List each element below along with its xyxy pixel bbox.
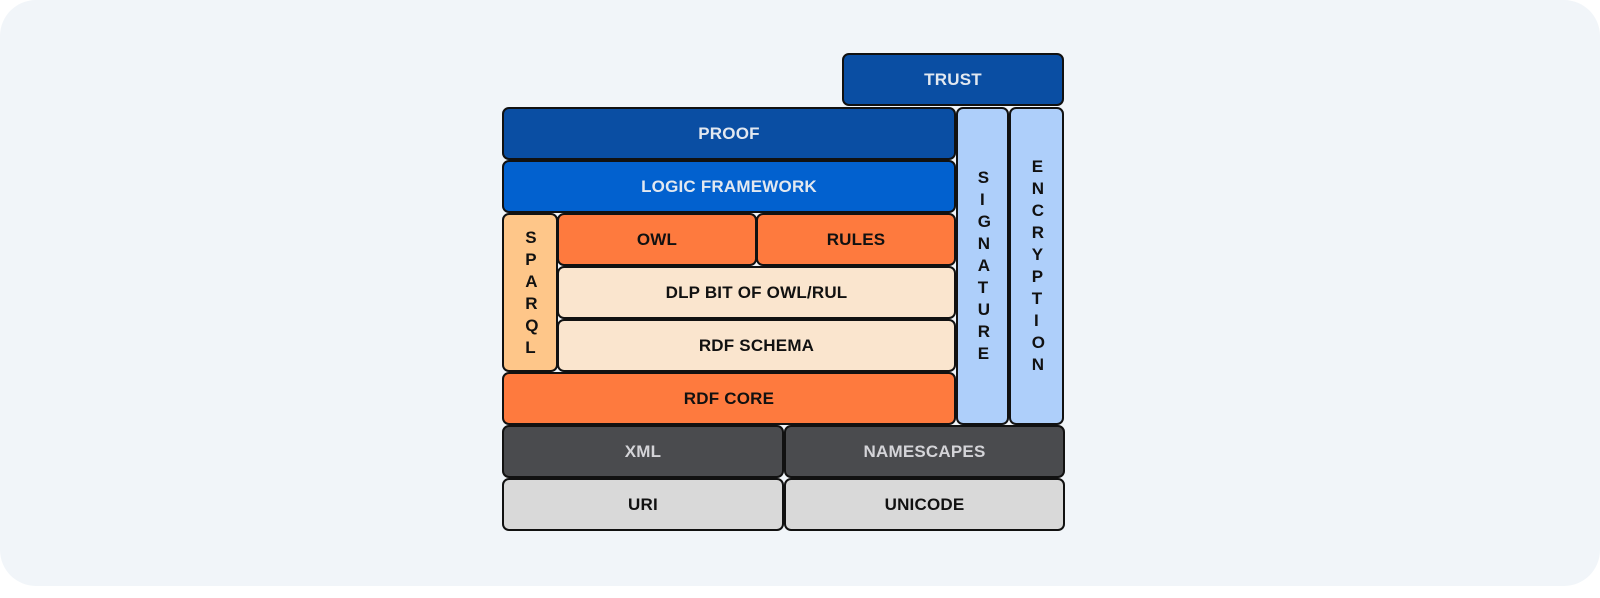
label: URI <box>628 494 658 514</box>
label: XML <box>624 441 662 461</box>
label: UNICODE <box>884 494 965 514</box>
label: OWL <box>636 229 678 249</box>
layer-encryption: ENCRYPTION <box>1009 107 1064 425</box>
label: NAMESCAPES <box>863 441 986 461</box>
layer-rules: RULES <box>756 213 956 266</box>
diagram-background: TRUST PROOF LOGIC FRAMEWORK SPARQL OWL R… <box>0 0 1600 586</box>
layer-uri: URI <box>502 478 784 531</box>
label: PROOF <box>698 123 760 143</box>
vertical-label: ENCRYPTION <box>1031 157 1046 374</box>
label: RDF CORE <box>683 388 775 408</box>
layer-trust: TRUST <box>842 53 1064 106</box>
layer-dlp: DLP BIT OF OWL/RUL <box>557 266 956 319</box>
layer-xml: XML <box>502 425 784 478</box>
layer-namespaces: NAMESCAPES <box>784 425 1065 478</box>
layer-signature: SIGNATURE <box>956 107 1009 425</box>
layer-rdf-schema: RDF SCHEMA <box>557 319 956 372</box>
label: TRUST <box>924 69 982 89</box>
layer-logic-framework: LOGIC FRAMEWORK <box>502 160 956 213</box>
label: DLP BIT OF OWL/RUL <box>665 282 848 302</box>
label: LOGIC FRAMEWORK <box>641 176 817 196</box>
layer-owl: OWL <box>557 213 757 266</box>
layer-unicode: UNICODE <box>784 478 1065 531</box>
vertical-label: SIGNATURE <box>977 168 992 363</box>
label: RULES <box>826 229 886 249</box>
label: RDF SCHEMA <box>698 335 815 355</box>
layer-sparql: SPARQL <box>502 213 558 372</box>
layer-rdf-core: RDF CORE <box>502 372 956 425</box>
layer-proof: PROOF <box>502 107 956 160</box>
vertical-label: SPARQL <box>525 227 539 357</box>
